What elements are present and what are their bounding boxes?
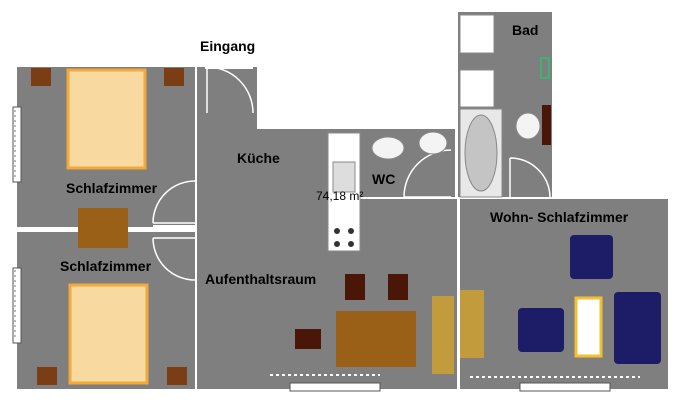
bath-fixtures — [459, 14, 551, 198]
toilet — [371, 136, 405, 160]
armchair-2 — [518, 308, 564, 352]
bedroom-bottom-furniture — [37, 283, 187, 385]
bath-cabinet — [459, 14, 495, 54]
room-label-entrance: Eingang — [200, 38, 256, 54]
sofa — [614, 292, 661, 364]
bed-top — [66, 68, 147, 170]
door-bedroom-bottom — [152, 237, 196, 281]
wall-bath-bottom — [458, 197, 552, 199]
area-label: 74,18 m² — [316, 189, 364, 203]
window-living — [519, 382, 611, 392]
bench-2 — [460, 290, 484, 358]
room-label-living-bedroom: Wohn- Schlafzimmer — [490, 209, 629, 225]
bedroom-top-furniture — [31, 68, 184, 248]
chair-3 — [295, 329, 321, 349]
bath-sink — [515, 112, 541, 140]
sink — [332, 161, 356, 193]
room-label-kitchen: Küche — [237, 150, 280, 166]
window-bedroom-bottom — [12, 267, 22, 344]
room-label-bedroom-bottom: Schlafzimmer — [60, 258, 152, 274]
lounge-floor — [197, 129, 457, 389]
dining-table — [336, 311, 416, 367]
towel-rail — [540, 57, 550, 79]
desk-top — [78, 208, 128, 248]
door-bath — [509, 157, 551, 198]
entrance-door-swing — [206, 66, 254, 114]
entrance-hall-floor — [197, 67, 257, 129]
bed-bottom — [68, 283, 149, 385]
entrance-door-gap — [205, 64, 253, 69]
kitchen-fixtures — [327, 132, 361, 252]
door-bedroom-top — [152, 180, 196, 224]
nightstand-bottom-left — [37, 367, 57, 385]
nightstand-top-left — [31, 68, 51, 86]
wall-lounge-living — [457, 199, 460, 389]
armchair-1 — [570, 235, 613, 279]
room-label-bedroom-top: Schlafzimmer — [66, 180, 158, 196]
wc-fixtures — [371, 131, 448, 160]
coffee-table — [574, 296, 603, 358]
nightstand-bottom-right — [167, 367, 187, 385]
wc-sink — [418, 131, 448, 155]
windows — [12, 106, 640, 392]
room-label-lounge: Aufenthaltsraum — [205, 271, 317, 287]
chair-2 — [388, 274, 408, 300]
living-bedroom-furniture — [518, 235, 661, 364]
wall-kitchen-row — [360, 197, 458, 199]
bath-heater — [542, 105, 551, 145]
bath-shelf — [459, 69, 495, 108]
room-label-bath: Bad — [512, 22, 539, 38]
window-lounge — [289, 382, 381, 392]
nightstand-top-right — [164, 68, 184, 86]
chair-1 — [345, 274, 365, 300]
lounge-furniture — [295, 274, 484, 374]
wall-bedrooms-hall — [195, 67, 197, 389]
wall-wc-right — [455, 129, 458, 199]
floors — [17, 12, 668, 389]
window-bedroom-top — [12, 106, 22, 183]
bench-1 — [432, 296, 454, 374]
room-label-wc: WC — [372, 171, 396, 187]
